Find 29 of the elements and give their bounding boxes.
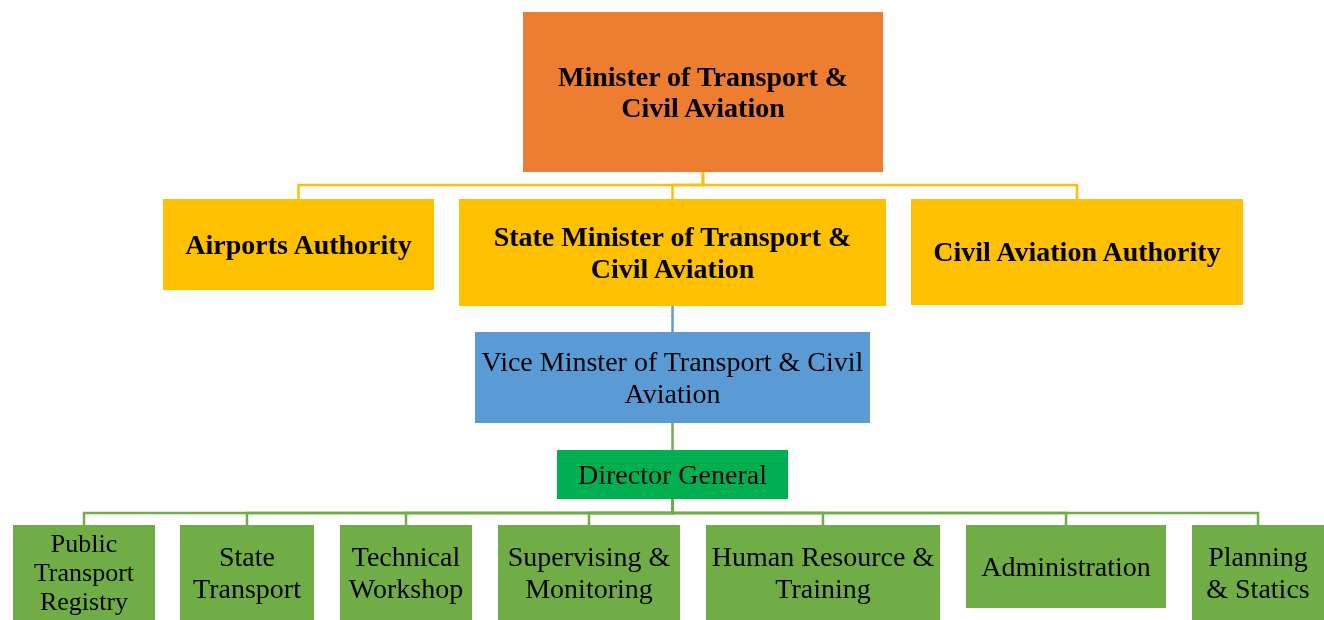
connector-line [701, 172, 1079, 199]
connector-line [671, 423, 674, 450]
org-box [706, 525, 940, 620]
box-label: State Minister of Transport & Civil Aviation [492, 221, 853, 284]
box-label: Vice Minster of Transport & Civil Aviation [480, 346, 865, 409]
org-box [475, 332, 870, 423]
box-label: Planning & Statics [1205, 541, 1311, 604]
org-box [180, 525, 314, 620]
box-label: Director General [578, 458, 767, 491]
org-box [340, 525, 472, 620]
box-label: Public Transport Registry [32, 528, 136, 617]
box-label: Technical Workshop [347, 541, 465, 604]
org-box [163, 199, 434, 290]
connector-line [671, 306, 674, 332]
org-box [13, 525, 155, 620]
org-box [523, 12, 883, 172]
box-label: Human Resource & Training [710, 541, 936, 604]
org-box [459, 199, 886, 306]
box-label: Minister of Transport & Civil Aviation [556, 60, 850, 124]
box-label: State Transport [192, 541, 302, 604]
org-box [911, 199, 1243, 305]
org-box [966, 525, 1166, 608]
box-label: Airports Authority [185, 228, 412, 261]
org-box [557, 450, 788, 499]
org-box [1192, 525, 1324, 620]
box-label: Supervising & Monitoring [506, 541, 672, 604]
box-label: Civil Aviation Authority [933, 236, 1221, 268]
org-box [498, 525, 680, 620]
box-label: Administration [981, 550, 1151, 583]
